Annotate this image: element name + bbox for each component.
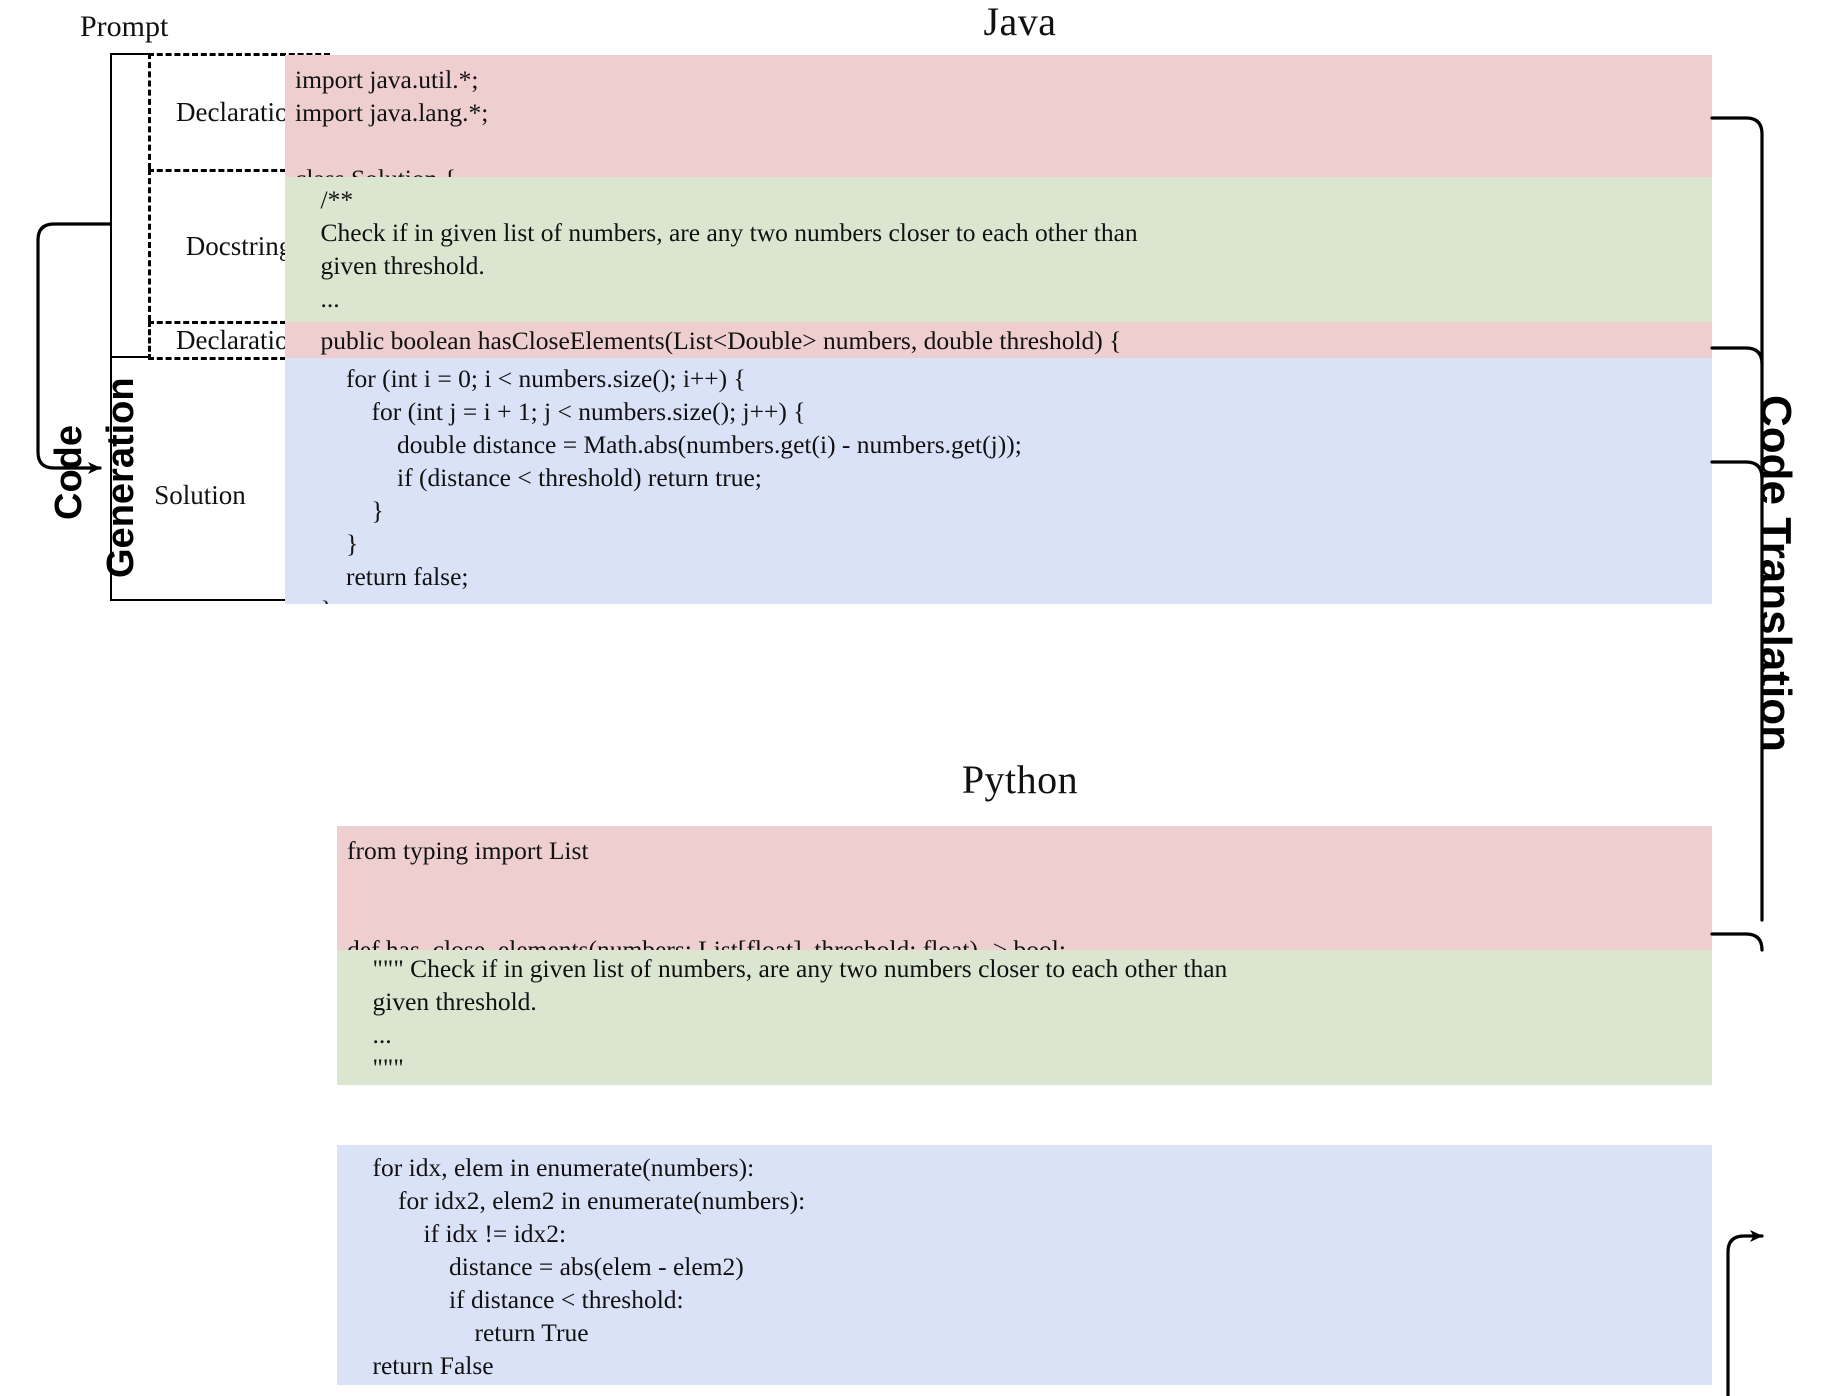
slot-label-solution: Solution xyxy=(154,479,246,510)
slot-label-docstring: Docstring xyxy=(185,231,293,261)
slot-solution: Solution xyxy=(112,465,288,525)
code-generation-label-line1: Code xyxy=(48,425,91,520)
java-solution-block: for (int i = 0; i < numbers.size(); i++)… xyxy=(285,358,1712,604)
code-translation-arrow xyxy=(1710,116,1764,1396)
java-signature-block: public boolean hasCloseElements(List<Dou… xyxy=(285,322,1712,358)
python-section-title: Python xyxy=(961,757,1079,802)
python-solution-block: for idx, elem in enumerate(numbers): for… xyxy=(337,1145,1712,1385)
code-translation-text: Code Translation xyxy=(1751,395,1800,752)
java-docstring-block: /** Check if in given list of numbers, a… xyxy=(285,177,1712,322)
slot-label-declaration-signature: Declaration xyxy=(176,325,302,355)
prompt-label: Prompt xyxy=(80,10,169,43)
code-translation-label: Code Translation xyxy=(1750,395,1800,752)
java-section-title: Java xyxy=(983,0,1057,44)
code-generation-label-line2: Generation xyxy=(100,377,143,578)
python-declaration-block: from typing import List def has_close_el… xyxy=(337,826,1712,950)
java-declaration-block: import java.util.*; import java.lang.*; … xyxy=(285,55,1712,177)
slot-label-declaration-top: Declaration xyxy=(176,97,302,127)
python-docstring-block: """ Check if in given list of numbers, a… xyxy=(337,950,1712,1085)
code-generation-text-line1: Code xyxy=(48,425,90,520)
code-generation-text-line2: Generation xyxy=(100,377,142,578)
